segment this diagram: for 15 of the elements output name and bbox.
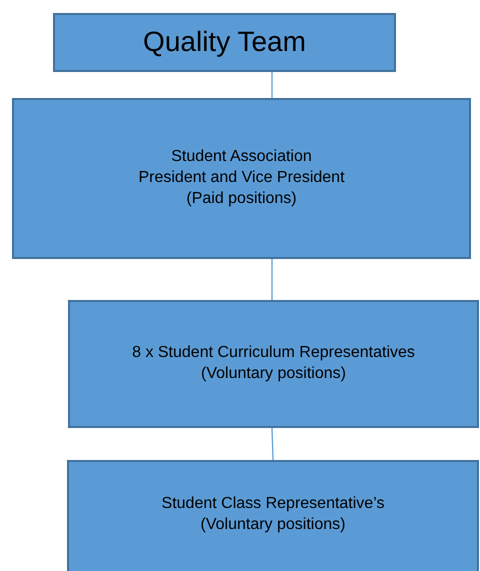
- connector-line: [271, 72, 273, 98]
- connector-line: [271, 259, 273, 300]
- org-box: [68, 300, 479, 428]
- box-text: (Voluntary positions): [201, 364, 346, 384]
- box-text: Student Class Representative’s: [162, 494, 384, 514]
- connector-line: [271, 428, 274, 460]
- box-text: (Voluntary positions): [200, 514, 346, 534]
- box-text: President and Vice President: [138, 168, 345, 188]
- org-box: [12, 98, 471, 259]
- box-text: Quality Team: [143, 25, 306, 60]
- org-box: [67, 460, 479, 571]
- org-box: [53, 13, 396, 72]
- box-text: (Paid positions): [186, 188, 297, 209]
- box-text: 8 x Student Curriculum Representatives: [132, 343, 415, 364]
- box-text: Student Association: [171, 147, 312, 168]
